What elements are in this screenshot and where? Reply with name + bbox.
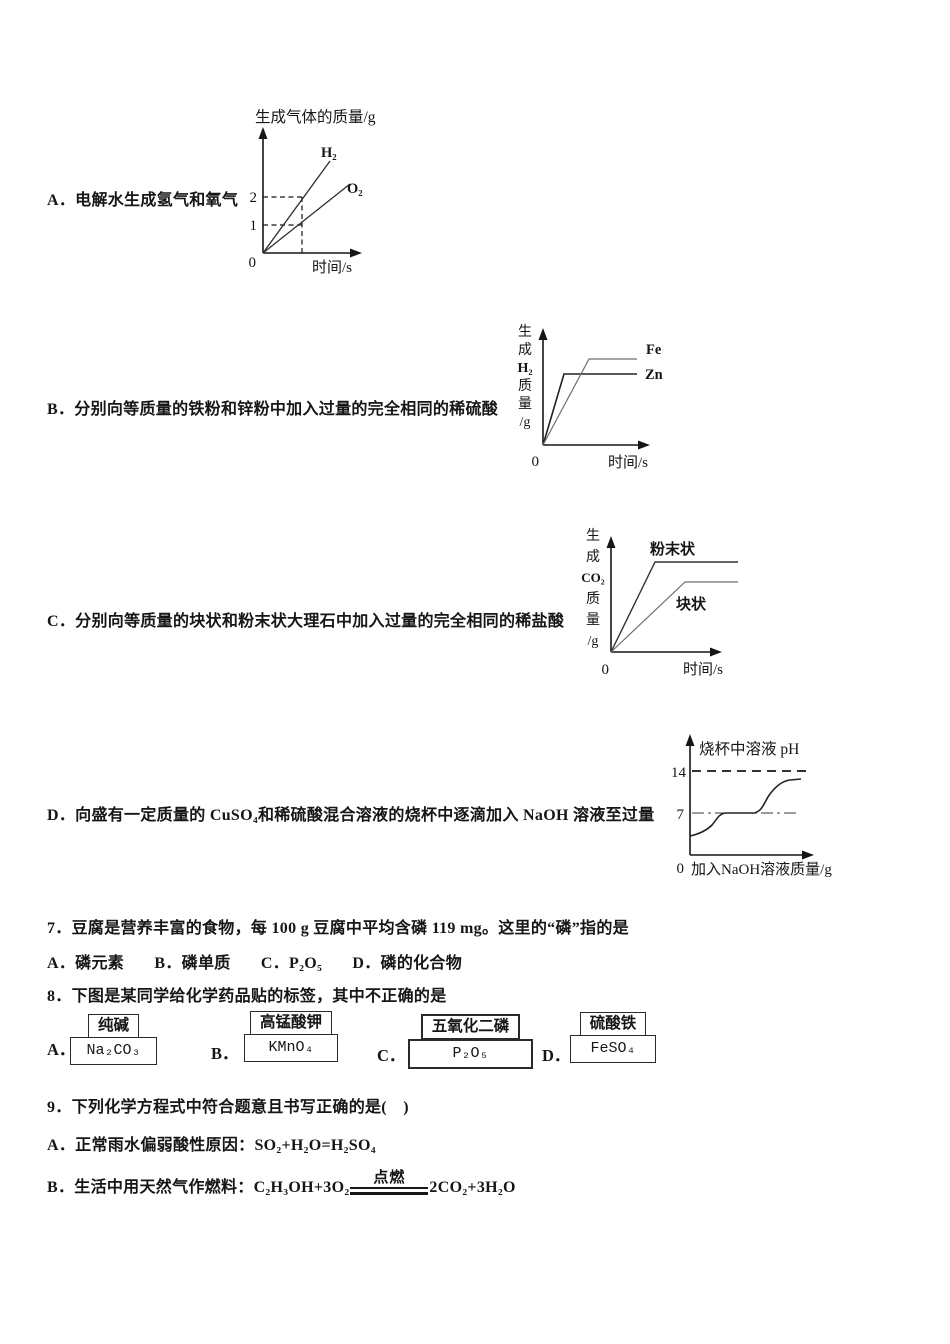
question-6-option-a: A．电解水生成氢气和氧气 xyxy=(47,192,239,209)
q8-letter-d: D． xyxy=(542,1046,571,1065)
powder-series-line xyxy=(610,561,738,653)
chart-c-ylabel-3: CO₂ xyxy=(581,570,605,585)
chem-label-b-formula: KMnO₄ xyxy=(244,1033,338,1062)
question-6-option-c: C．分别向等质量的块状和粉末状大理石中加入过量的完全相同的稀盐酸 xyxy=(47,613,565,630)
reaction-equals-bar xyxy=(350,1187,429,1195)
chart-b-ylabel-2: 成 xyxy=(518,342,532,358)
chart-b-ylabel-3: H₂ xyxy=(517,361,532,376)
reaction-condition-block: 点燃 xyxy=(350,1170,429,1195)
chem-label-d-formula: FeSO₄ xyxy=(570,1034,656,1063)
chart-a-x-label: 时间/s xyxy=(312,259,352,276)
chart-c-co2-mass-vs-time: 生 成 CO₂ 质 量 /g 粉末状 块状 0 时间/s xyxy=(581,528,738,678)
fe-series-line xyxy=(542,358,637,446)
chart-c-ylabel-5: 量 xyxy=(586,612,600,628)
chem-label-potassium-permanganate: 高锰酸钾 KMnO₄ xyxy=(244,1011,338,1062)
chart-c-ylabel-6: /g xyxy=(588,634,599,649)
question-7-options: A．磷元素 B．磷单质 C．P₂O₅ D．磷的化合物 xyxy=(47,953,462,974)
chart-d-tick-7: 7 xyxy=(677,807,685,823)
question-6-option-d: D．向盛有一定质量的 CuSO₄和稀硫酸混合溶液的烧杯中逐滴加入 NaOH 溶液… xyxy=(47,807,655,824)
chart-c-x-label: 时间/s xyxy=(683,661,723,678)
question-9-text: 9．下列化学方程式中符合题意且书写正确的是( ) xyxy=(47,1099,409,1116)
question-9-option-a: A．正常雨水偏弱酸性原因：SO₂+H₂O=H₂SO₄ xyxy=(47,1137,376,1154)
q8-letter-b: B． xyxy=(211,1044,239,1063)
ignite-condition-label: 点燃 xyxy=(373,1170,406,1186)
chart-d-ph-vs-naoh: 烧杯中溶液 pH 14 7 0 加入NaOH溶液质量/g xyxy=(671,734,832,878)
powder-series-label: 粉末状 xyxy=(650,540,696,558)
chart-c-origin: 0 xyxy=(602,662,610,678)
chart-b-ylabel-6: /g xyxy=(520,415,531,430)
question-6-option-b: B．分别向等质量的铁粉和锌粉中加入过量的完全相同的稀硫酸 xyxy=(47,401,499,418)
chart-d-title: 烧杯中溶液 pH xyxy=(699,740,799,758)
chart-a-gas-mass-vs-time: 生成气体的质量/g H₂ O₂ 2 1 0 时间/s xyxy=(249,108,376,276)
question-9-option-b: B．生活中用天然气作燃料：C₂H₃OH+3O₂ 点燃 2CO₂+3H₂O xyxy=(47,1170,516,1198)
chart-a-x-arrowhead xyxy=(350,248,362,258)
chart-b-ylabel-1: 生 xyxy=(518,324,532,340)
chem-label-soda-ash: 纯碱 Na₂CO₃ xyxy=(70,1014,157,1065)
q7-option-a: A．磷元素 xyxy=(47,955,125,972)
chem-label-a-name: 纯碱 xyxy=(87,1014,139,1038)
chem-label-c-formula: P₂O₅ xyxy=(408,1038,533,1069)
q8-letter-c: C． xyxy=(377,1046,406,1065)
q9b-equation-left: B．生活中用天然气作燃料：C₂H₃OH+3O₂ xyxy=(47,1179,350,1196)
q7-option-c: C．P₂O₅ xyxy=(260,955,323,972)
chart-b-y-arrowhead xyxy=(538,328,548,340)
chart-a-tick-2: 2 xyxy=(250,190,258,206)
block-series-line xyxy=(610,581,738,653)
zn-series-line xyxy=(542,373,637,446)
o2-series-label: O₂ xyxy=(347,181,363,197)
chart-b-ylabel-4: 质 xyxy=(518,378,532,394)
chart-b-h2-mass-vs-time: 生 成 H₂ 质 量 /g Fe Zn 0 时间/s xyxy=(517,324,663,471)
q7-option-d: D．磷的化合物 xyxy=(352,955,463,972)
chart-c-ylabel-2: 成 xyxy=(586,549,600,565)
chart-d-origin: 0 xyxy=(677,861,685,877)
zn-series-label: Zn xyxy=(645,367,663,383)
h2-series-label: H₂ xyxy=(321,145,337,161)
chem-label-a-formula: Na₂CO₃ xyxy=(70,1036,157,1065)
chart-c-y-arrowhead xyxy=(606,536,616,548)
o2-series-line xyxy=(262,183,351,254)
ph-curve xyxy=(689,778,802,837)
chart-c-ylabel-1: 生 xyxy=(586,528,600,544)
fe-series-label: Fe xyxy=(646,342,662,358)
q9b-equation-right: 2CO₂+3H₂O xyxy=(429,1179,516,1196)
question-8-text: 8．下图是某同学给化学药品贴的标签，其中不正确的是 xyxy=(47,988,447,1005)
chem-label-phosphorus-pentoxide: 五氧化二磷 P₂O₅ xyxy=(408,1014,533,1069)
chart-b-x-label: 时间/s xyxy=(608,454,648,471)
chart-d-y-arrowhead xyxy=(685,734,695,746)
chart-a-title: 生成气体的质量/g xyxy=(255,108,376,126)
chart-d-x-arrowhead xyxy=(802,850,814,860)
chem-label-b-name: 高锰酸钾 xyxy=(249,1011,332,1035)
question-7-text: 7．豆腐是营养丰富的食物，每 100 g 豆腐中平均含磷 119 mg。这里的“… xyxy=(47,920,629,937)
chem-label-c-name: 五氧化二磷 xyxy=(420,1014,521,1040)
chem-label-iron-sulfate: 硫酸铁 FeSO₄ xyxy=(570,1012,656,1063)
q8-letter-a: A． xyxy=(47,1040,76,1059)
chart-a-tick-1: 1 xyxy=(250,218,258,234)
chart-b-x-arrowhead xyxy=(638,440,650,450)
chart-c-x-arrowhead xyxy=(710,647,722,657)
chart-d-tick-14: 14 xyxy=(671,765,687,781)
chart-c-ylabel-4: 质 xyxy=(586,591,600,607)
chart-a-y-arrowhead xyxy=(258,127,268,139)
chart-a-origin: 0 xyxy=(249,255,257,271)
block-series-label: 块状 xyxy=(676,595,707,613)
chem-label-d-name: 硫酸铁 xyxy=(579,1012,647,1036)
h2-series-line xyxy=(262,160,331,254)
q7-option-b: B．磷单质 xyxy=(154,955,231,972)
chart-d-x-label: 加入NaOH溶液质量/g xyxy=(691,861,832,878)
chart-b-origin: 0 xyxy=(532,454,540,470)
chart-b-ylabel-5: 量 xyxy=(518,396,532,412)
